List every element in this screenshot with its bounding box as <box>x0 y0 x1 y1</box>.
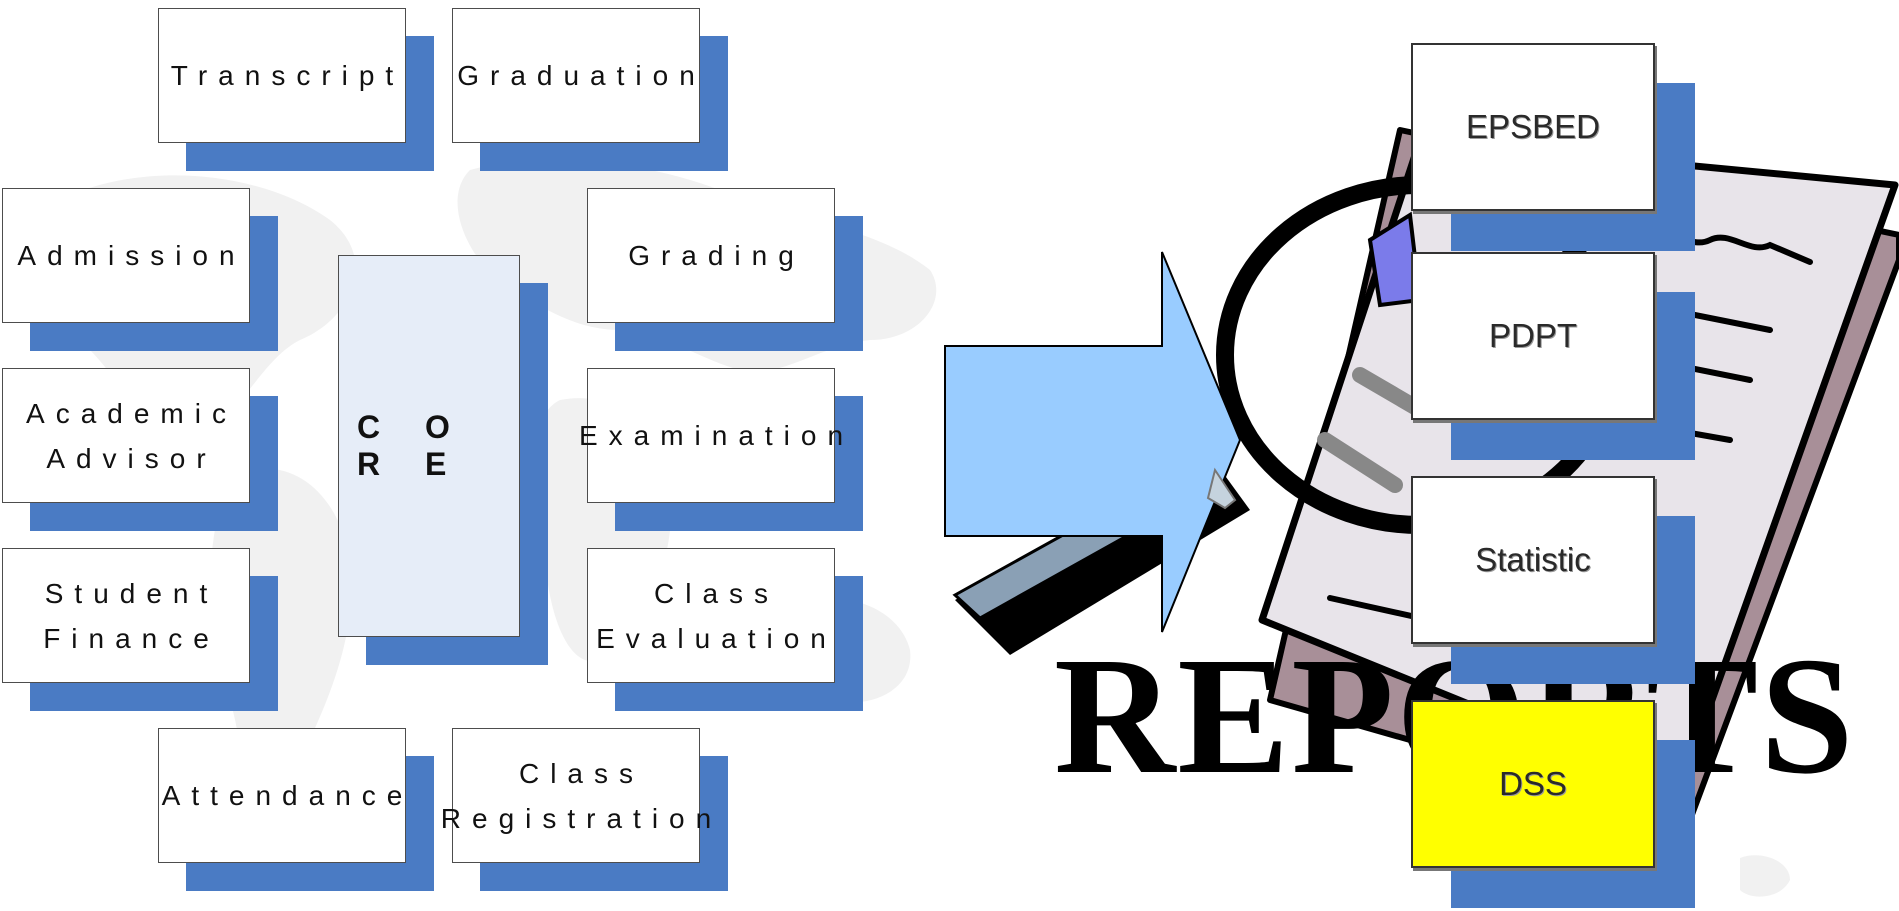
flow-arrow <box>944 251 1242 633</box>
module-label: Student Finance <box>43 577 220 654</box>
module-academic-advisor: Academic Advisor <box>2 368 278 531</box>
module-attendance: Attendance <box>158 728 434 891</box>
box-face: EPSBED <box>1411 43 1655 211</box>
map-watermark-fragment <box>1740 855 1790 897</box>
report-label: EPSBED <box>1466 108 1600 145</box>
box-face: Admission <box>2 188 250 323</box>
module-label: Academic Advisor <box>26 397 237 474</box>
box-face: Academic Advisor <box>2 368 250 503</box>
box-face: Examination <box>579 368 843 503</box>
report-label: Statistic <box>1475 541 1591 578</box>
module-label: Grading <box>628 240 805 271</box>
module-class-evaluation: Class Evaluation <box>587 548 863 711</box>
module-grading: Grading <box>587 188 863 351</box>
box-face: Attendance <box>158 728 406 863</box>
module-class-registration: Class Registration <box>441 728 728 891</box>
module-admission: Admission <box>2 188 278 351</box>
box-face: DSS <box>1411 700 1655 868</box>
box-face: Statistic <box>1411 476 1655 644</box>
report-statistic: Statistic <box>1411 476 1695 684</box>
report-label: DSS <box>1499 765 1567 802</box>
box-face: C O R E <box>338 255 520 637</box>
module-label: Class Evaluation <box>596 577 837 654</box>
box-face: Student Finance <box>2 548 250 683</box>
module-label: Attendance <box>161 780 414 811</box>
module-examination: Examination <box>579 368 863 531</box>
module-label: Admission <box>17 240 246 271</box>
report-label: PDPT <box>1488 317 1577 354</box>
module-graduation: Graduation <box>452 8 728 171</box>
module-label: Class Registration <box>440 757 723 834</box>
module-label: Graduation <box>457 60 706 91</box>
lens-reflections <box>1317 367 1428 493</box>
core-box: C O R E <box>338 255 548 665</box>
module-label: Examination <box>578 420 855 451</box>
box-face: Transcript <box>158 8 406 143</box>
box-face: Class Registration <box>441 728 711 863</box>
arrow-tip-shading <box>1206 467 1237 510</box>
box-face: PDPT <box>1411 252 1655 420</box>
core-label: C O R E <box>357 409 468 482</box>
report-pdpt: PDPT <box>1411 252 1695 460</box>
box-face: Graduation <box>452 8 700 143</box>
report-epsbed: EPSBED <box>1411 43 1695 251</box>
report-dss: DSS <box>1411 700 1695 908</box>
box-face: Grading <box>587 188 835 323</box>
module-transcript: Transcript <box>158 8 434 171</box>
box-face: Class Evaluation <box>587 548 835 683</box>
module-label: Transcript <box>170 60 405 91</box>
module-student-finance: Student Finance <box>2 548 278 711</box>
